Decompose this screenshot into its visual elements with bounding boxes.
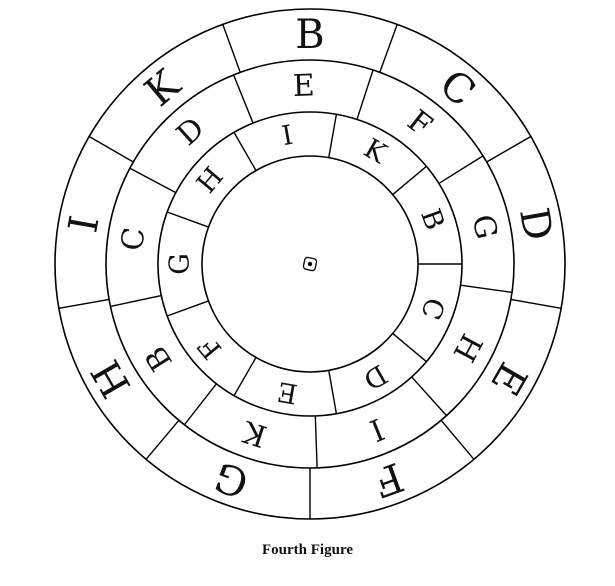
- outer-ring-divider: [145, 419, 180, 460]
- inner-ring-letter: I: [279, 120, 295, 152]
- middle-ring-letter: E: [292, 68, 315, 104]
- inner-ring-divider: [233, 132, 257, 171]
- middle-ring-letter: G: [465, 212, 504, 243]
- middle-ring-letter: D: [170, 111, 211, 153]
- middle-ring-divider: [460, 284, 513, 294]
- middle-ring-divider: [183, 383, 217, 426]
- inner-ring-letter: E: [275, 375, 300, 409]
- outer-ring-letter: F: [367, 453, 409, 506]
- inner-ring-letter: G: [165, 253, 196, 275]
- outer-ring-letter: B: [295, 12, 324, 58]
- middle-ring-divider: [232, 74, 254, 124]
- inner-ring-divider: [166, 211, 209, 228]
- middle-ring-divider: [411, 376, 448, 417]
- inner-ring-letter: H: [191, 161, 230, 199]
- outer-ring-divider: [510, 298, 562, 309]
- middle-ring-letter: C: [115, 225, 153, 253]
- middle-ring-letter: F: [401, 104, 439, 144]
- figure-caption: Fourth Figure: [262, 542, 353, 558]
- outer-ring-divider: [88, 135, 134, 163]
- inner-ring-letter: K: [359, 133, 393, 170]
- inner-ring-divider: [328, 114, 338, 158]
- outer-ring-divider: [58, 298, 110, 309]
- outer-ring-letter: D: [510, 204, 561, 244]
- middle-ring-divider: [356, 69, 374, 120]
- inner-ring-letter: B: [414, 205, 450, 234]
- inner-ring-divider: [392, 332, 427, 363]
- middle-ring-divider: [110, 294, 162, 308]
- pivot-icon: [302, 256, 318, 272]
- middle-ring-letter: B: [138, 340, 179, 377]
- outer-ring-divider: [440, 419, 475, 460]
- inner-ring-divider: [233, 357, 257, 396]
- inner-ring-letter: C: [414, 293, 450, 323]
- middle-ring-divider: [438, 155, 484, 185]
- middle-ring-letter: I: [365, 411, 389, 448]
- middle-ring-letter: H: [446, 328, 489, 368]
- inner-ring-divider: [392, 165, 427, 196]
- middle-ring-letter: K: [238, 413, 271, 453]
- inner-ring-letter: D: [358, 358, 392, 396]
- inner-ring-letter: F: [193, 330, 229, 364]
- outer-ring-divider: [222, 24, 241, 73]
- outer-ring-letter: I: [60, 212, 108, 236]
- middle-ring-divider: [129, 167, 177, 194]
- middle-ring-divider: [314, 415, 318, 468]
- outer-ring-divider: [379, 24, 398, 73]
- inner-ring-divider: [166, 300, 209, 317]
- outer-ring-divider: [486, 135, 532, 163]
- inner-ring-divider: [328, 370, 338, 414]
- outer-ring-letter: G: [209, 452, 255, 506]
